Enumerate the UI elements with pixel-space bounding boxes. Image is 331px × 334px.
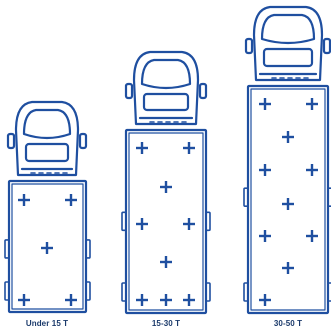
truck-medium <box>122 52 210 313</box>
truck-large-roof <box>264 49 312 66</box>
truck-large-cross-marker <box>259 164 271 176</box>
truck-medium-cargo-box <box>126 130 206 313</box>
truck-large-mirror-left <box>246 39 252 53</box>
truck-medium-cross-marker <box>183 218 195 230</box>
truck-medium-cross-marker <box>136 294 148 306</box>
truck-small-cross-marker <box>65 294 77 306</box>
truck-medium-windshield <box>142 60 190 88</box>
truck-small-cross-marker <box>18 194 30 206</box>
truck-small <box>5 102 90 312</box>
truck-large-cross-marker <box>259 230 271 242</box>
truck-medium-cross-marker <box>136 218 148 230</box>
truck-large-cross-marker <box>282 131 294 143</box>
truck-large-label: 30-50 T <box>248 318 328 330</box>
truck-small-windshield <box>24 110 70 138</box>
truck-large <box>244 7 331 313</box>
truck-medium-cross-marker <box>183 294 195 306</box>
truck-medium-mirror-right <box>200 84 206 98</box>
truck-small-wheel-right-0 <box>86 240 90 258</box>
truck-large-wheel-left-0 <box>244 188 248 206</box>
truck-medium-wheel-left-1 <box>122 283 126 301</box>
truck-small-cross-marker <box>18 294 30 306</box>
truck-medium-cross-marker <box>160 181 172 193</box>
truck-small-mirror-right <box>80 134 86 148</box>
truck-large-cross-marker <box>306 230 318 242</box>
truck-small-roof <box>26 144 68 161</box>
truck-small-wheel-right-1 <box>86 282 90 300</box>
truck-small-cross-marker <box>65 194 77 206</box>
truck-medium-wheel-right-0 <box>206 212 210 230</box>
truck-medium-cross-marker <box>160 256 172 268</box>
truck-medium-label: 15-30 T <box>126 318 206 330</box>
truck-large-cross-marker <box>306 164 318 176</box>
truck-medium-wheel-right-1 <box>206 283 210 301</box>
truck-large-cross-marker <box>306 98 318 110</box>
truck-medium-cargo-inner <box>129 133 203 310</box>
truck-medium-roof <box>144 94 188 110</box>
truck-large-cross-marker <box>259 98 271 110</box>
truck-medium-cross-marker <box>183 142 195 154</box>
truck-small-cross-marker <box>41 242 53 254</box>
truck-small-wheel-left-0 <box>5 240 9 258</box>
truck-large-cross-marker <box>259 294 271 306</box>
truck-large-wheel-left-1 <box>244 283 248 301</box>
truck-small-mirror-left <box>8 134 14 148</box>
truck-small-label: Under 15 T <box>7 318 87 330</box>
truck-large-cross-marker <box>282 198 294 210</box>
truck-small-wheel-left-1 <box>5 282 9 300</box>
truck-large-cross-marker <box>282 262 294 274</box>
truck-large-mirror-right <box>324 39 330 53</box>
truck-medium-wheel-left-0 <box>122 212 126 230</box>
truck-medium-mirror-left <box>126 84 132 98</box>
truck-medium-cross-marker <box>160 294 172 306</box>
truck-medium-cross-marker <box>136 142 148 154</box>
truck-large-windshield <box>262 15 314 43</box>
